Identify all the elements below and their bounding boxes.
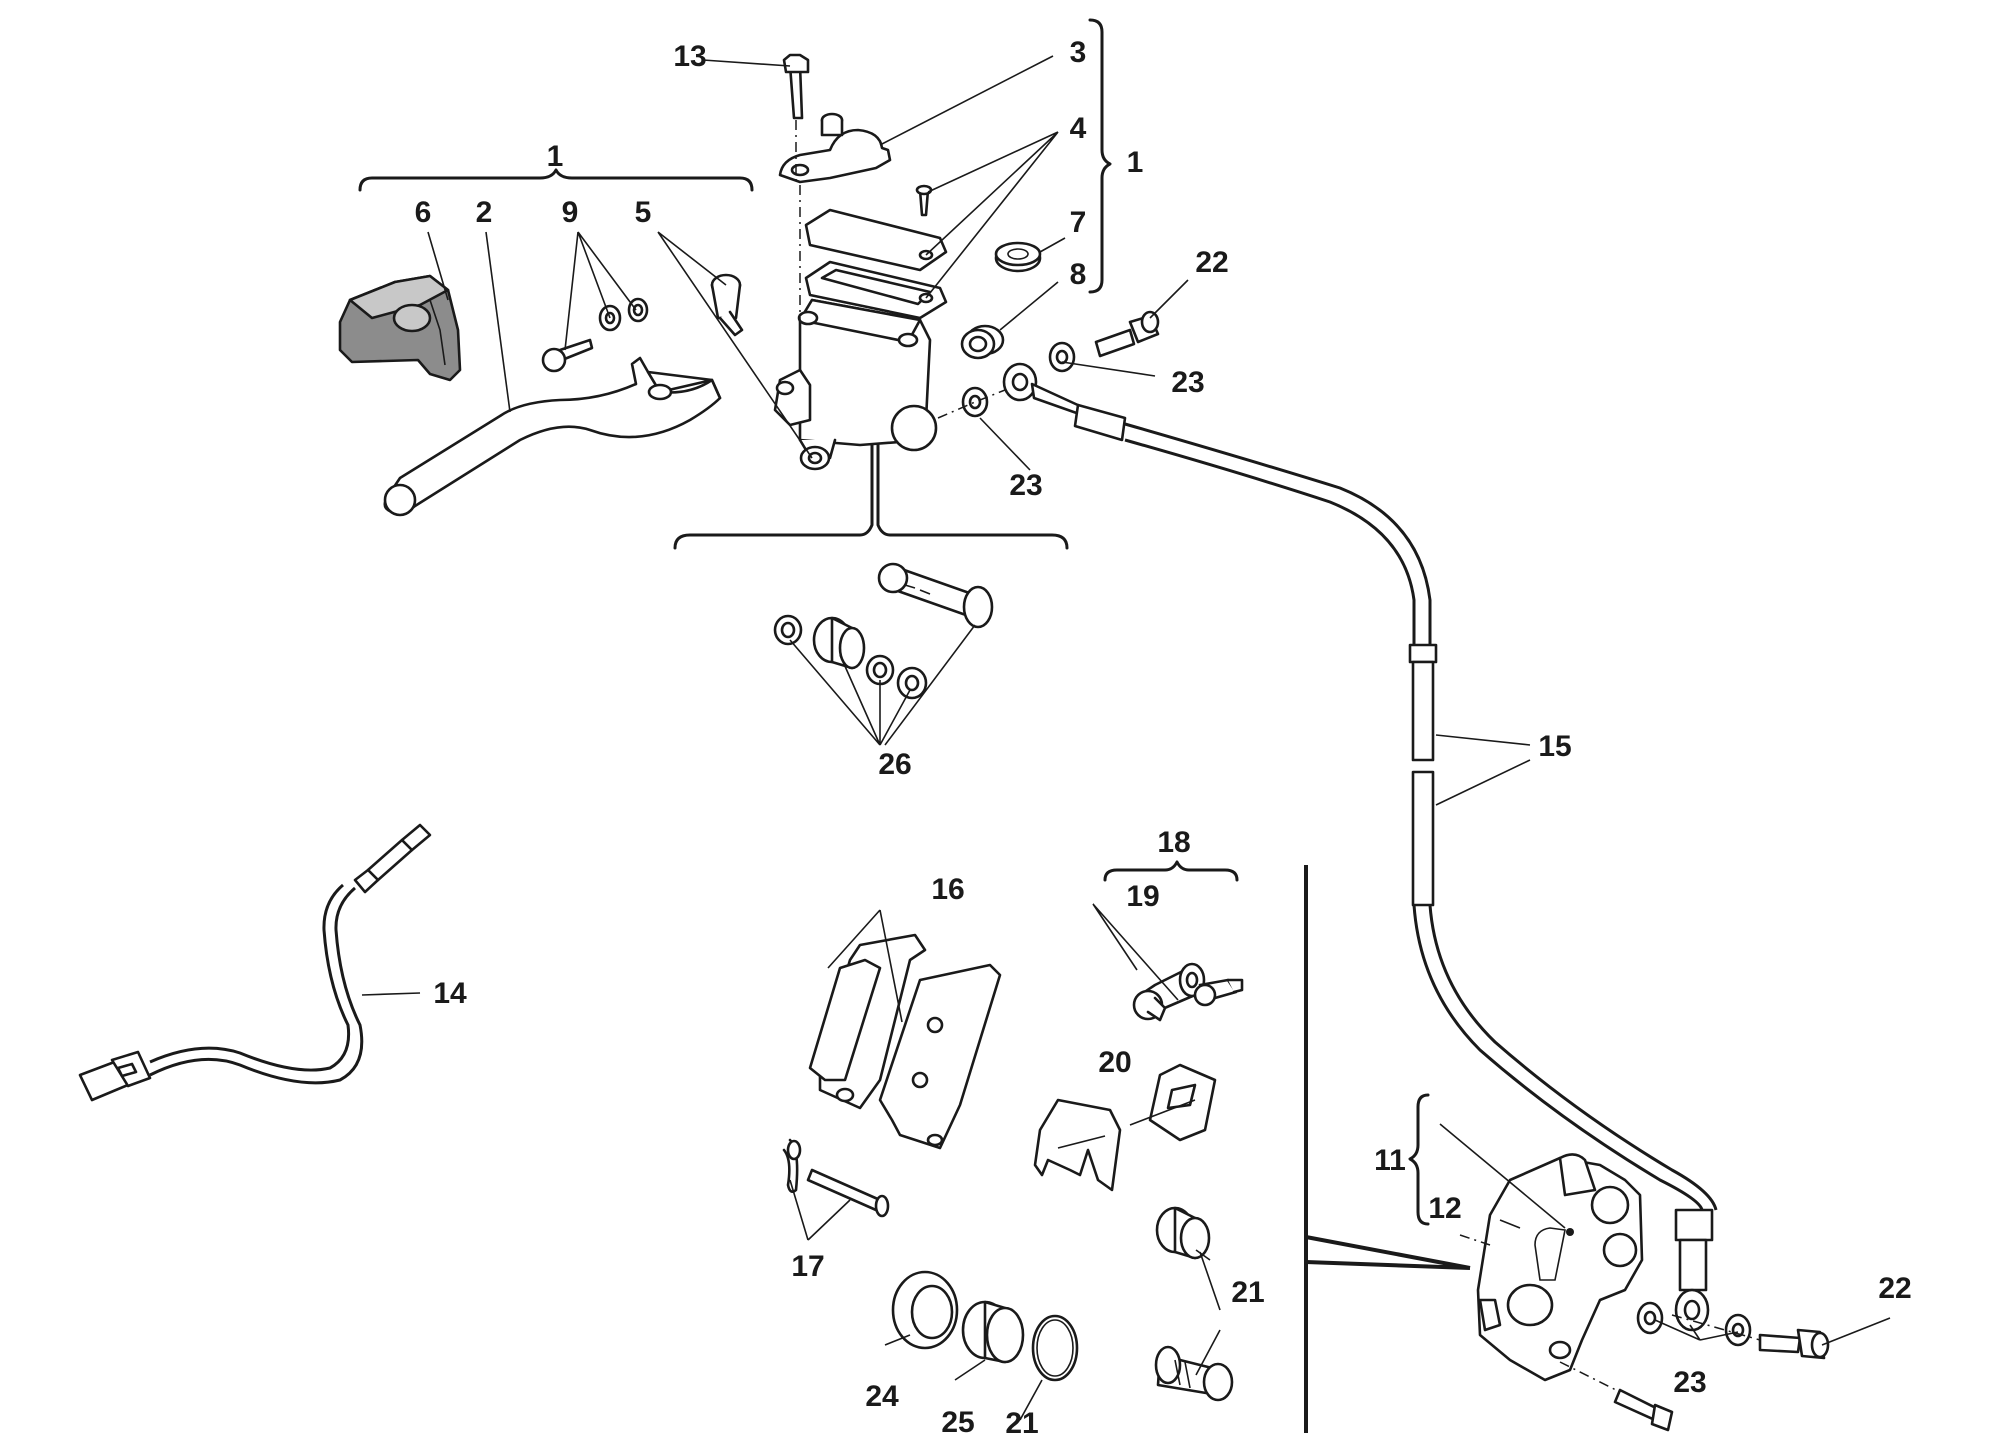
callout-labels: 1 1 2 3 4 5 6 7 8 9 11 12 13 14 15 16 17…: [415, 36, 1912, 1433]
callout-16: 16: [931, 873, 964, 906]
pad-spring-part: [1033, 1063, 1217, 1192]
brake-caliper-part: [1476, 1153, 1644, 1382]
copper-washers-lower-part: [1636, 1301, 1752, 1347]
callout-23-c: 23: [1673, 1366, 1706, 1399]
leader-lines: [361, 55, 1891, 1421]
lever-guard-part: [338, 274, 462, 382]
copper-washers-upper-part: [961, 341, 1076, 418]
callout-12: 12: [1428, 1192, 1461, 1225]
callout-23-b: 23: [1009, 469, 1042, 502]
pivot-pin-part: [710, 273, 744, 337]
brake-lever-part: [383, 356, 722, 517]
callout-19: 19: [1126, 880, 1159, 913]
bracket-caliper-kit-connector: [1305, 1235, 1471, 1270]
callout-18: 18: [1157, 826, 1190, 859]
pad-pin-part: [782, 1138, 890, 1218]
callout-21-a: 21: [1231, 1276, 1264, 1309]
caliper-piston-part: [961, 1300, 1025, 1364]
callout-22-b: 22: [1878, 1272, 1911, 1305]
assembly-axes: [795, 120, 1761, 1393]
callout-1-top: 1: [547, 140, 564, 173]
callout-1-right: 1: [1127, 146, 1144, 179]
callout-25: 25: [941, 1406, 974, 1433]
brace-bleeder-18: [1103, 860, 1239, 882]
screw-washer-set-part: [541, 297, 649, 373]
caliper-slide-pin-part: [1154, 1345, 1234, 1402]
callout-9: 9: [562, 196, 579, 229]
brake-hose-part: [1002, 362, 1718, 1332]
boot-part: [960, 324, 1005, 360]
callout-24: 24: [865, 1380, 899, 1413]
banjo-bolt-upper-part: [1094, 310, 1160, 358]
callout-23-a: 23: [1171, 366, 1204, 399]
callout-11: 11: [1374, 1144, 1406, 1177]
caliper-seal-part: [1155, 1206, 1211, 1260]
banjo-bolt-lower-part: [1758, 1328, 1830, 1360]
callout-4: 4: [1070, 112, 1087, 145]
bleeder-valve-part: [1132, 962, 1244, 1022]
callout-26: 26: [878, 748, 911, 781]
sensor-cable-part: [78, 823, 432, 1102]
brace-caliper-11: [1408, 1093, 1430, 1226]
callout-2: 2: [476, 196, 493, 229]
group-brackets: [358, 18, 1471, 1433]
caliper-mount-bolt-part: [1613, 1388, 1674, 1432]
brace-assembly-1-right: [1088, 18, 1112, 294]
callout-20: 20: [1098, 1046, 1131, 1079]
callout-6: 6: [415, 196, 432, 229]
brace-piston-kit-26: [673, 443, 1069, 550]
piston-dust-seal-part: [891, 1270, 959, 1350]
callout-7: 7: [1070, 206, 1087, 239]
callout-3: 3: [1070, 36, 1087, 69]
callout-14: 14: [433, 977, 467, 1010]
callout-8: 8: [1070, 258, 1087, 291]
callout-13: 13: [673, 40, 706, 73]
caliper-o-ring-part: [1031, 1314, 1079, 1382]
brace-assembly-1-top: [358, 168, 754, 192]
seal-ring-part: [994, 241, 1042, 273]
callout-22-a: 22: [1195, 246, 1228, 279]
piston-kit-part: [773, 562, 994, 700]
callout-17: 17: [791, 1250, 824, 1283]
clamp-bolt-part: [782, 53, 810, 120]
reservoir-cover-part: [804, 184, 948, 320]
callout-15: 15: [1538, 730, 1571, 763]
callout-5: 5: [635, 196, 652, 229]
brake-pads-part: [808, 933, 1002, 1150]
callout-21-b: 21: [1005, 1407, 1038, 1433]
master-cylinder-body-part: [773, 298, 938, 471]
handlebar-clamp-part: [778, 112, 892, 184]
leader-lines-26: [789, 624, 976, 746]
